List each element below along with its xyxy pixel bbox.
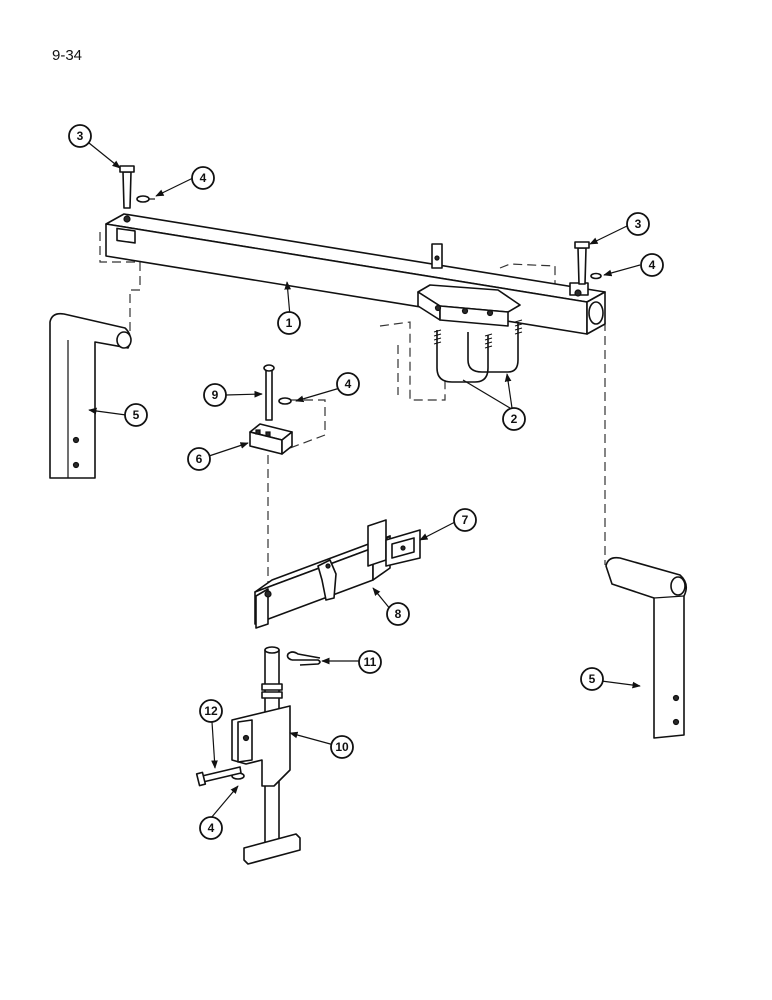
callout-2-label: 2 [511,412,518,426]
jack-stand [231,646,301,865]
callout-8-label: 8 [395,607,402,621]
bolt [195,766,242,787]
callout-4-lower: 4 [199,816,223,840]
callout-12: 12 [199,699,223,723]
callout-4-upper-left-label: 4 [200,171,207,185]
callout-11: 11 [358,650,382,674]
callout-6: 6 [187,447,211,471]
callout-5-left: 5 [124,403,148,427]
callout-2: 2 [502,407,526,431]
hitch-pin-clip [286,651,321,666]
callout-5-right-label: 5 [589,672,596,686]
callout-1-label: 1 [286,316,293,330]
callout-1: 1 [277,311,301,335]
leader-lines [88,142,641,819]
callout-4-center: 4 [336,372,360,396]
arm-right [605,556,688,739]
u-bolt-bracket [417,284,523,383]
arm-left [49,312,132,479]
callout-9: 9 [203,383,227,407]
channel-bracket [249,423,293,455]
callout-4-right: 4 [640,253,664,277]
callout-4-center-label: 4 [345,377,352,391]
callout-3-right-label: 3 [635,217,642,231]
pin-long [263,364,275,421]
callout-10: 10 [330,735,354,759]
pin-right [574,241,590,285]
clip-center [278,397,292,405]
end-plate [367,519,421,567]
callout-5-right: 5 [580,667,604,691]
callout-7: 7 [453,508,477,532]
callout-8: 8 [386,602,410,626]
callout-7-label: 7 [462,513,469,527]
callout-6-label: 6 [196,452,203,466]
clip-upper-left [136,195,155,203]
callout-4-lower-label: 4 [208,821,215,835]
callout-12-label: 12 [204,704,218,718]
callout-9-label: 9 [212,388,219,402]
clip-right [590,272,602,280]
callout-3-right: 3 [626,212,650,236]
pin-left [119,165,135,209]
main-bar [105,213,606,335]
callout-4-right-label: 4 [649,258,656,272]
callout-3-left-label: 3 [77,129,84,143]
callout-11-label: 11 [364,655,377,669]
ghost-outlines [99,232,606,585]
callout-3-left: 3 [68,124,92,148]
callout-5-left-label: 5 [133,408,140,422]
page-number: 9-34 [52,47,83,64]
callout-10-label: 10 [335,740,349,754]
callout-4-upper-left: 4 [191,166,215,190]
